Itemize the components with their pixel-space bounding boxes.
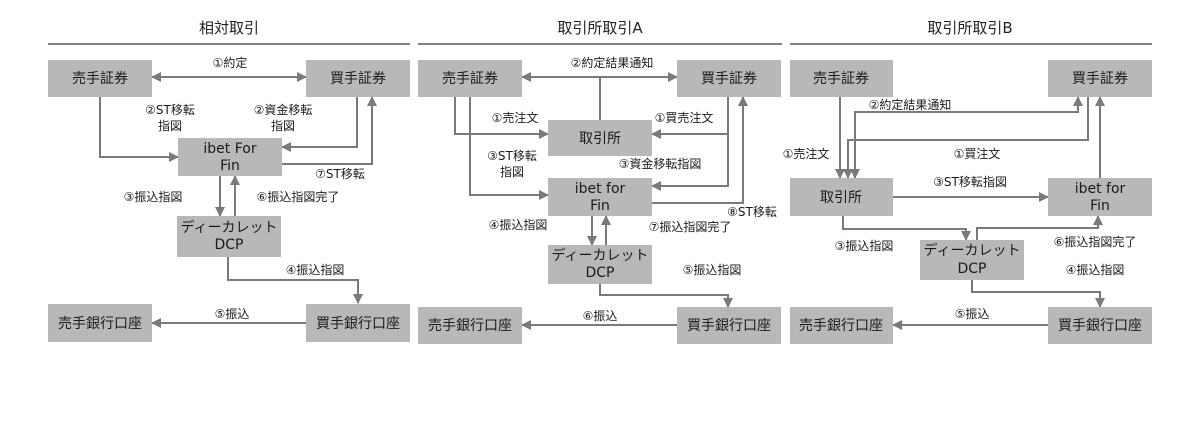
exchange-box: 取引所 — [548, 120, 652, 156]
buyer-bank-box: 買手銀行口座 — [677, 307, 781, 344]
box-label: ibet for — [575, 181, 626, 197]
buyer-securities-box: 買手証券 — [677, 60, 781, 97]
box-label: DCP — [215, 237, 244, 253]
panel-title: 相対取引 — [199, 19, 259, 37]
arrow-buyer-exchange — [843, 97, 1089, 179]
label-transfer-done: ⑦振込指図完了 — [649, 219, 732, 234]
label-buy-order: ①買注文 — [954, 146, 1001, 161]
box-label: Fin — [1090, 198, 1110, 214]
exchange-box: 取引所 — [790, 178, 893, 216]
box-label: 買手証券 — [1072, 71, 1128, 87]
panel-title: 取引所取引B — [927, 19, 1012, 37]
box-label: 買手銀行口座 — [1058, 318, 1142, 334]
box-label: 取引所 — [820, 190, 862, 206]
seller-securities-box: 売手証券 — [790, 60, 893, 97]
label-transfer: ⑤振込 — [215, 307, 250, 321]
label-sell-order: ①売注文 — [492, 110, 539, 125]
label-transfer-done: ⑥振込指図完了 — [257, 189, 340, 204]
arrow-buyer-ibet — [651, 134, 729, 191]
label-transfer: ⑤振込 — [955, 307, 990, 321]
label-transfer-instr: ④振込指図 — [489, 217, 548, 232]
ibet-box: ibet For Fin — [178, 138, 282, 176]
arrow-dcp-buyerbank — [971, 280, 1105, 308]
seller-securities-box: 売手証券 — [418, 60, 522, 97]
box-label: 売手銀行口座 — [58, 316, 142, 332]
arrow-notify — [850, 96, 1083, 179]
buyer-bank-box: 買手銀行口座 — [1048, 307, 1152, 344]
seller-bank-box: 売手銀行口座 — [790, 307, 893, 344]
arrow-dcp-ibet — [976, 215, 1103, 240]
box-label: ディーカレット — [551, 247, 648, 264]
panel-bilateral: 相対取引 売手証券 買手証券 ibet For Fin — [48, 19, 410, 342]
label-st-instr: ③ST移転 — [487, 149, 537, 163]
ibet-box: ibet for Fin — [548, 178, 652, 216]
arrow-ibet-buyer — [652, 96, 748, 204]
box-label: ディーカレット — [923, 242, 1020, 259]
panel-exchange-a: 取引所取引A 売手証券 買手証券 取引所 — [418, 19, 782, 344]
arrow-dcp-buyerbank — [227, 257, 363, 304]
box-label: Fin — [590, 198, 610, 214]
seller-bank-box: 売手銀行口座 — [48, 304, 152, 342]
label-st-move: ⑧ST移転 — [727, 205, 777, 219]
dcp-box: ディーカレット DCP — [177, 216, 281, 257]
arrow-seller-ibet — [99, 97, 179, 162]
seller-securities-box: 売手証券 — [48, 60, 152, 97]
label-transfer: ⑥振込 — [583, 309, 618, 323]
box-label: DCP — [958, 261, 987, 277]
connectors — [835, 96, 1105, 330]
box-label: Fin — [220, 158, 240, 174]
box-label: 買手銀行口座 — [316, 316, 400, 332]
connectors — [99, 72, 377, 328]
panel-title: 取引所取引A — [557, 19, 643, 37]
label-transfer-instr: ③振込指図 — [124, 189, 183, 204]
box-label: 売手証券 — [813, 71, 869, 87]
box-label: 売手証券 — [72, 71, 128, 87]
connectors — [454, 72, 748, 330]
label-st-instr: ②ST移転 — [145, 103, 195, 117]
arrow-seller-ibet — [469, 97, 549, 200]
arrow-buyer-ibet — [281, 97, 358, 152]
label-st-instr: ③ST移転指図 — [933, 174, 1007, 189]
arrow-seller-exchange — [454, 97, 549, 139]
box-label: ibet For — [203, 141, 256, 157]
label-st-instr: 指図 — [158, 118, 182, 133]
box-label: ibet for — [1075, 181, 1126, 197]
dcp-box: ディーカレット DCP — [548, 245, 652, 284]
buyer-bank-box: 買手銀行口座 — [306, 304, 410, 342]
label-fund-instr: ③資金移転指図 — [619, 156, 702, 171]
label-notify: ②約定結果通知 — [571, 55, 654, 70]
arrow-exchange-dcp — [842, 216, 971, 241]
label-fund-instr: 指図 — [271, 118, 295, 133]
panel-exchange-b: 取引所取引B 売手証券 買手証券 取引所 ibet for — [783, 19, 1152, 344]
box-label: ディーカレット — [180, 219, 277, 236]
box-label: DCP — [586, 265, 615, 281]
box-label: 売手銀行口座 — [799, 318, 883, 334]
arrow-dcp-buyerbank — [599, 284, 733, 308]
label-sell-order: ①売注文 — [783, 146, 830, 161]
label-transfer-done: ⑥振込指図完了 — [1054, 234, 1137, 249]
label-buy-order: ①買売注文 — [655, 110, 714, 125]
seller-bank-box: 売手銀行口座 — [418, 307, 522, 344]
label-transfer-instr2: ④振込指図 — [1066, 262, 1125, 277]
label-transfer-instr: ③振込指図 — [835, 238, 894, 253]
box-label: 売手証券 — [442, 71, 498, 87]
arrow-ibet-buyer — [282, 96, 377, 165]
label-st-move: ⑦ST移転 — [315, 167, 365, 181]
ibet-box: ibet for Fin — [1048, 178, 1152, 216]
buyer-securities-box: 買手証券 — [306, 60, 410, 97]
box-label: 売手銀行口座 — [428, 318, 512, 334]
box-label: 取引所 — [579, 131, 621, 147]
label-transfer-instr2: ④振込指図 — [286, 262, 345, 277]
label-notify: ②約定結果通知 — [869, 97, 952, 112]
label-fund-instr: ②資金移転 — [254, 102, 313, 117]
label-transfer-instr2: ⑤振込指図 — [683, 262, 742, 277]
label-st-instr: 指図 — [500, 164, 524, 179]
buyer-securities-box: 買手証券 — [1048, 60, 1152, 97]
box-label: 買手銀行口座 — [687, 318, 771, 334]
label-yakujo: ①約定 — [213, 55, 248, 70]
box-label: 買手証券 — [701, 71, 757, 87]
box-label: 買手証券 — [330, 71, 386, 87]
dcp-box: ディーカレット DCP — [920, 240, 1024, 280]
